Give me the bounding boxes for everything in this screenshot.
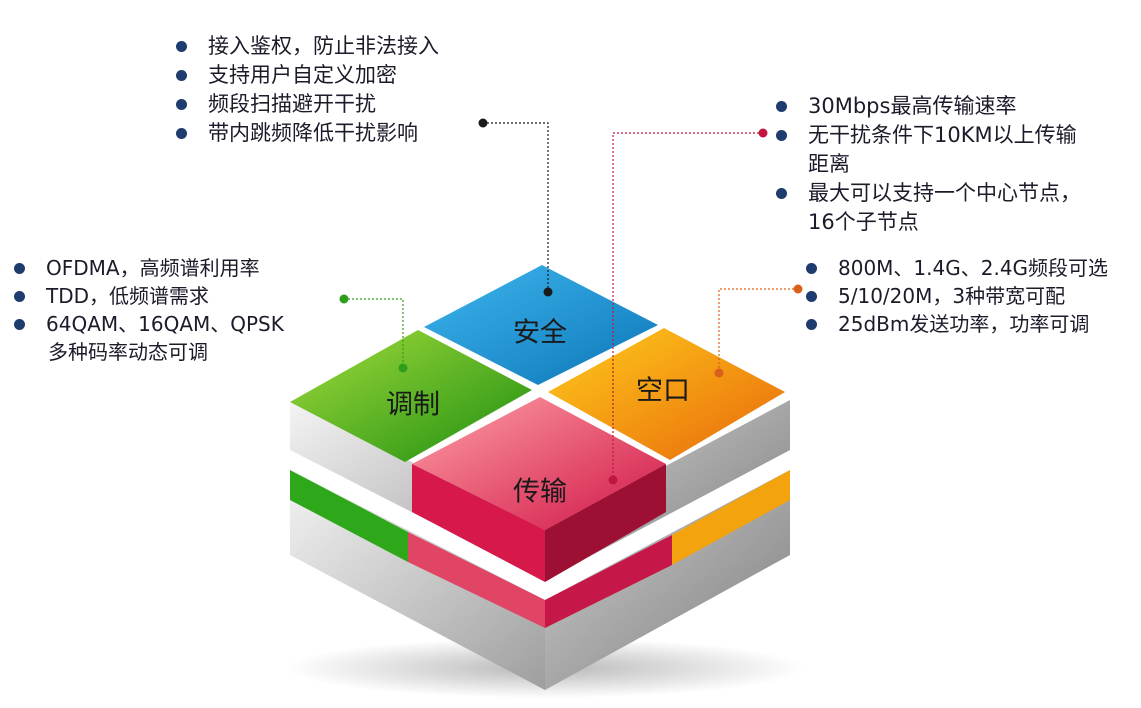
- list-item-text: TDD，低频谱需求: [46, 284, 210, 308]
- list-item-text: 800M、1.4G、2.4G频段可选: [838, 256, 1109, 280]
- airport-feature-list: 800M、1.4G、2.4G频段可选 5/10/20M，3种带宽可配 25dBm…: [800, 254, 1108, 338]
- list-item: 频段扫描避开干扰: [170, 90, 439, 119]
- list-item: 最大可以支持一个中心节点， 16个子节点: [770, 179, 1081, 237]
- list-item: 800M、1.4G、2.4G频段可选: [800, 254, 1108, 282]
- connector-modulation: [344, 298, 404, 368]
- connector-modulation-end-dot: [398, 363, 408, 373]
- list-item-text-continued: 多种码率动态可调: [48, 340, 208, 364]
- connector-airport-start-dot: [793, 284, 803, 294]
- list-item-text: 25dBm发送功率，功率可调: [838, 312, 1090, 336]
- list-item: 支持用户自定义加密: [170, 61, 439, 90]
- list-item-text: 频段扫描避开干扰: [208, 92, 376, 116]
- lower-orange-stripe: [672, 470, 790, 565]
- tile-label-airport: 空口: [636, 375, 690, 407]
- list-item-text: 最大可以支持一个中心节点，: [808, 181, 1081, 205]
- lower-red-stripe-right: [545, 535, 672, 628]
- security-feature-list: 接入鉴权，防止非法接入 支持用户自定义加密 频段扫描避开干扰 带内跳频降低干扰影…: [170, 32, 439, 148]
- list-item-text: 5/10/20M，3种带宽可配: [838, 284, 1066, 308]
- list-item: 30Mbps最高传输速率: [770, 92, 1081, 121]
- tile-transmission-front: [412, 464, 545, 582]
- list-item-text: 64QAM、16QAM、QPSK: [46, 312, 284, 336]
- list-item-text: OFDMA，高频谱利用率: [46, 256, 260, 280]
- list-item-text-continued: 16个子节点: [808, 210, 919, 234]
- list-item: 接入鉴权，防止非法接入: [170, 32, 439, 61]
- list-item-text: 30Mbps最高传输速率: [808, 94, 1017, 118]
- list-item-text: 无干扰条件下10KM以上传输: [808, 123, 1077, 147]
- transmission-feature-list: 30Mbps最高传输速率 无干扰条件下10KM以上传输 距离 最大可以支持一个中…: [770, 92, 1081, 237]
- lower-red-stripe: [408, 532, 545, 628]
- list-item-text: 带内跳频降低干扰影响: [208, 121, 418, 145]
- list-item: OFDMA，高频谱利用率: [8, 254, 284, 282]
- connector-security: [483, 122, 549, 292]
- list-item: 带内跳频降低干扰影响: [170, 119, 439, 148]
- list-item-text: 接入鉴权，防止非法接入: [208, 34, 439, 58]
- list-item-text-continued: 距离: [808, 152, 850, 176]
- tile-label-security: 安全: [513, 317, 567, 349]
- tile-security: [424, 265, 658, 385]
- tile-label-transmission: 传输: [513, 476, 567, 508]
- connector-transmission-end-dot: [608, 475, 618, 485]
- tile-transmission: [412, 397, 666, 530]
- connector-security-end-dot: [543, 287, 553, 297]
- list-item: 25dBm发送功率，功率可调: [800, 310, 1108, 338]
- list-item: 5/10/20M，3种带宽可配: [800, 282, 1108, 310]
- tile-modulation: [290, 330, 532, 462]
- list-item: 无干扰条件下10KM以上传输 距离: [770, 121, 1081, 179]
- connector-transmission-start-dot: [758, 128, 768, 138]
- connector-airport-end-dot: [714, 368, 724, 378]
- connector-airport: [718, 288, 798, 373]
- list-item: TDD，低频谱需求: [8, 282, 284, 310]
- list-item-text: 支持用户自定义加密: [208, 63, 397, 87]
- lower-green-stripe: [290, 470, 408, 562]
- tile-label-modulation: 调制: [386, 389, 440, 421]
- tile-transmission-front-right: [545, 464, 666, 582]
- tile-airport: [548, 328, 785, 460]
- connector-security-start-dot: [478, 118, 488, 128]
- list-item: 64QAM、16QAM、QPSK 多种码率动态可调: [8, 310, 284, 366]
- modulation-feature-list: OFDMA，高频谱利用率 TDD，低频谱需求 64QAM、16QAM、QPSK …: [8, 254, 284, 366]
- connector-modulation-start-dot: [339, 294, 349, 304]
- connector-transmission: [612, 132, 763, 480]
